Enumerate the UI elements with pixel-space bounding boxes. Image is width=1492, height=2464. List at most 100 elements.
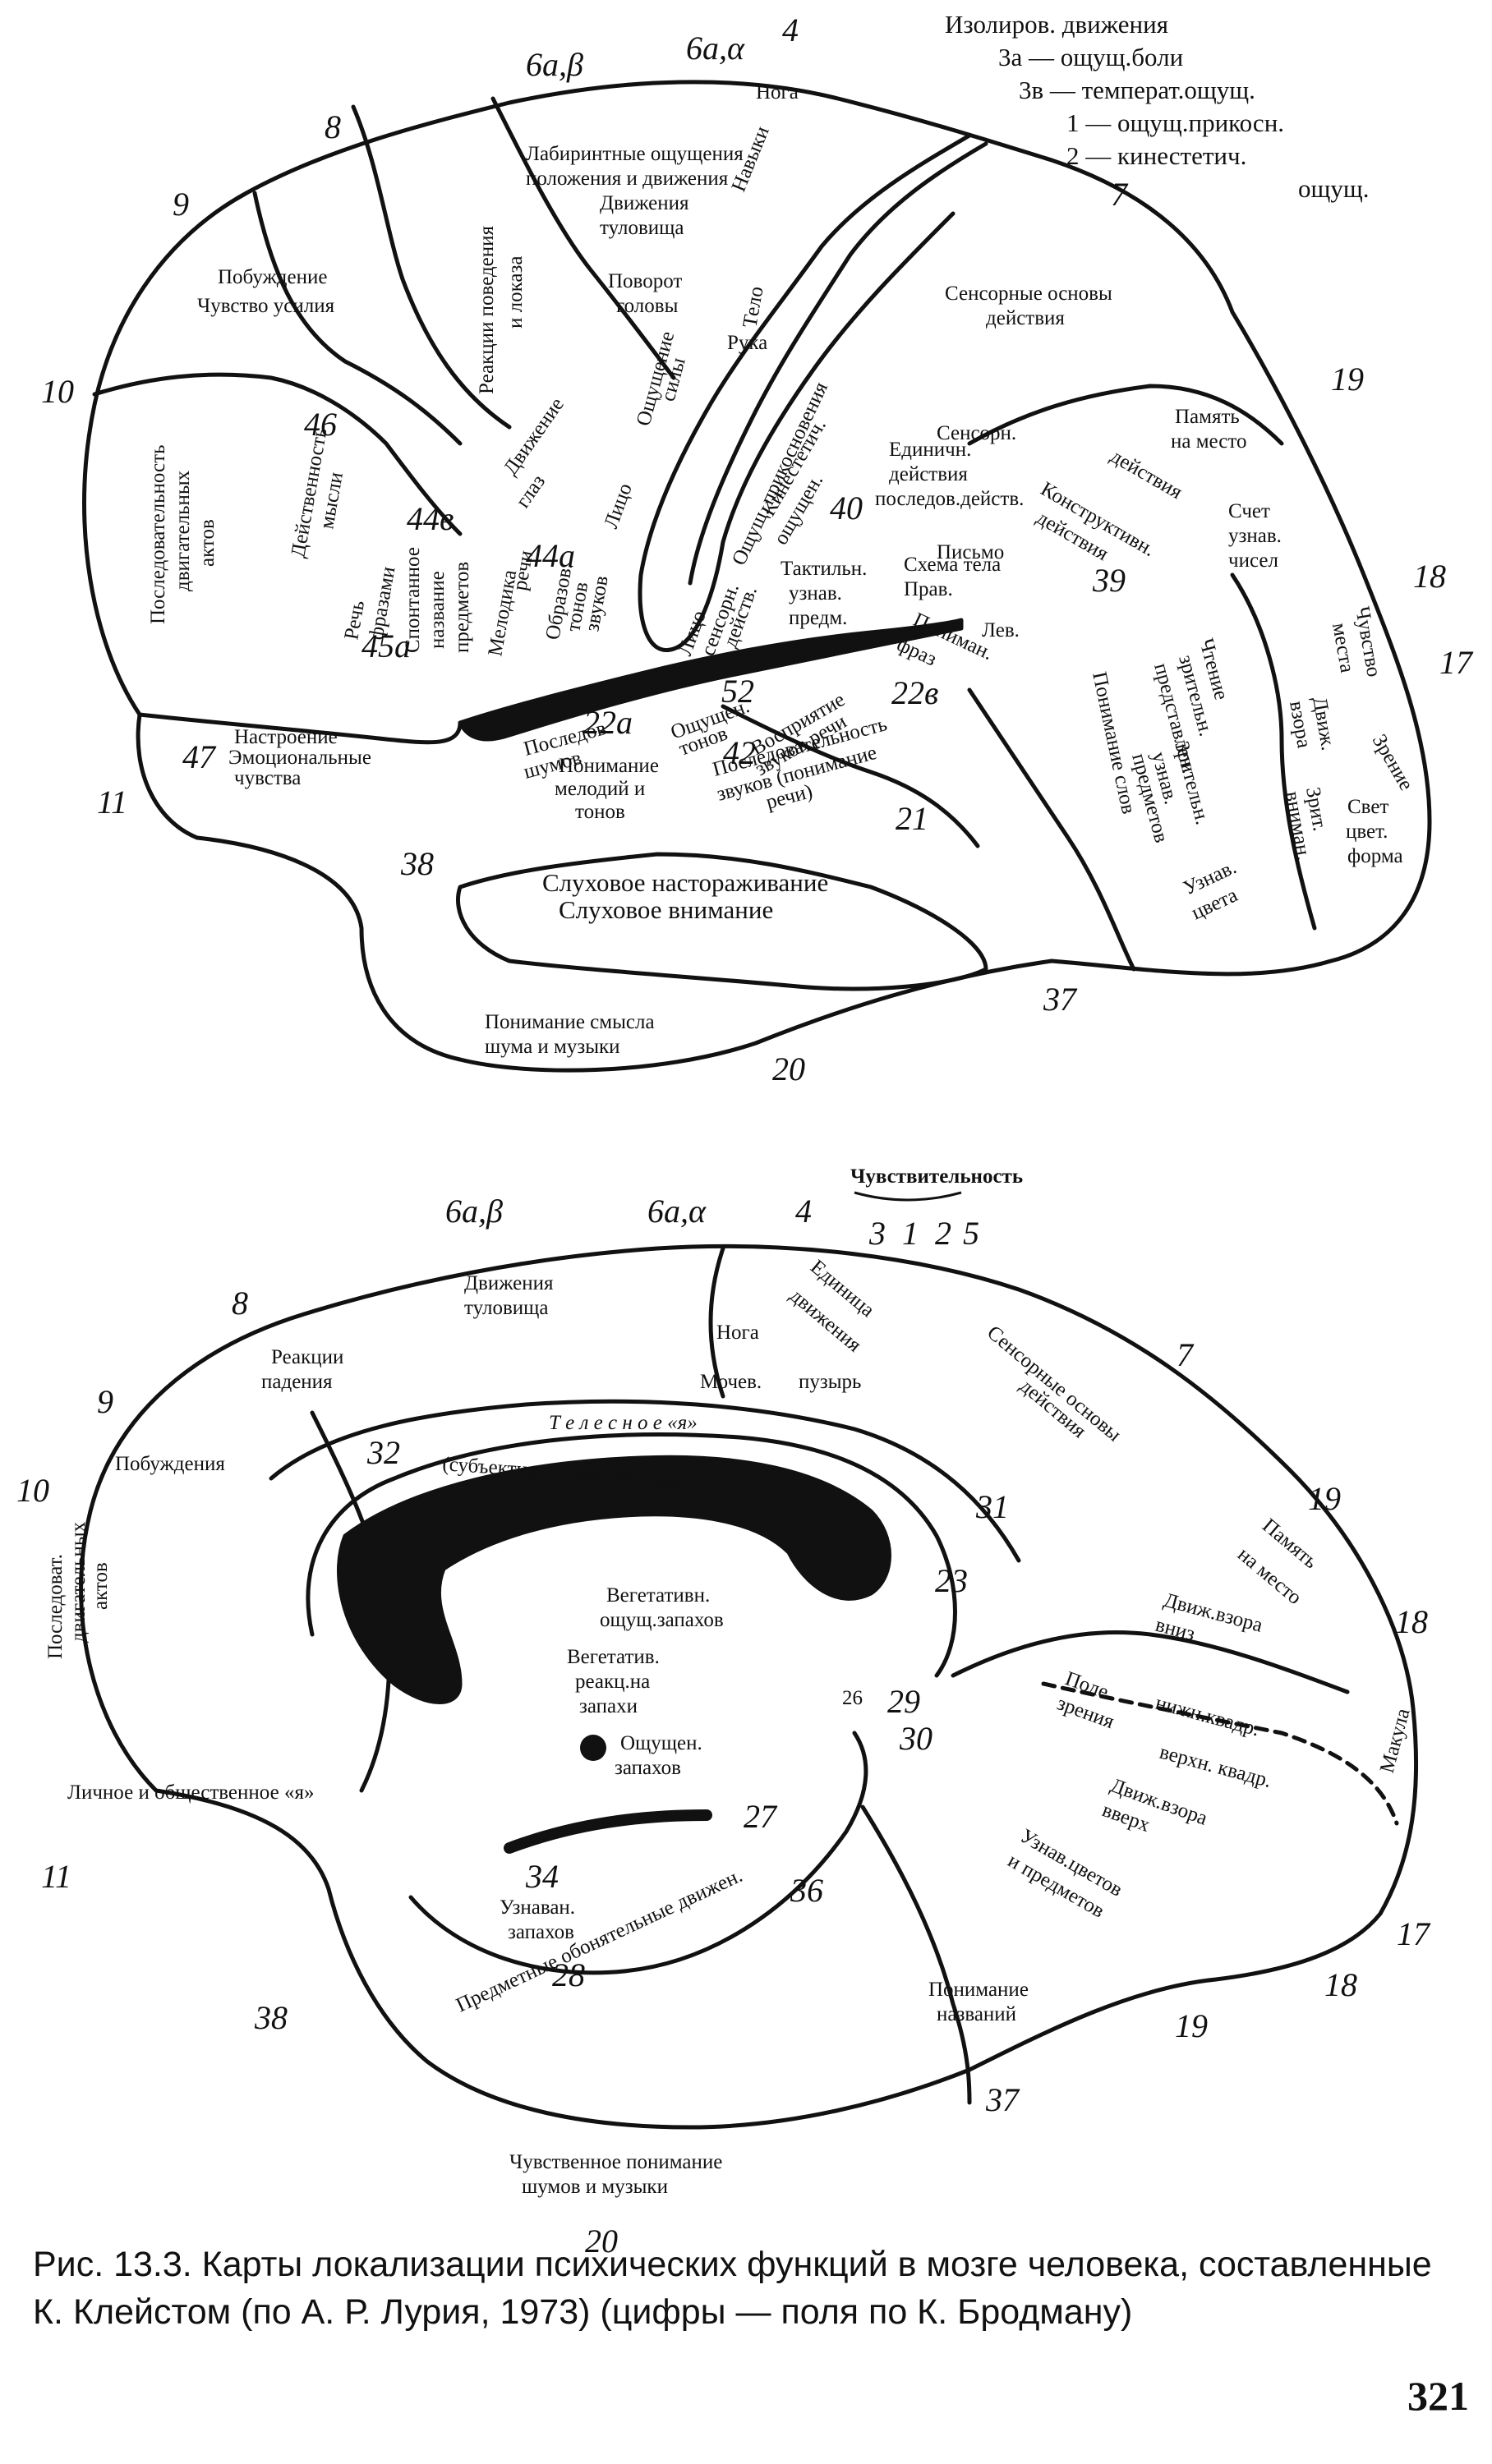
memory-place-label-2: на место bbox=[1171, 430, 1246, 453]
medial-brain-outline bbox=[79, 1243, 1419, 2130]
lateral-frontal-boundary-3 bbox=[351, 104, 512, 430]
lateral-area-number: 19 bbox=[1331, 361, 1364, 398]
lateral-temporal-boundary bbox=[721, 704, 980, 848]
tactile-recognition-label-3: предм. bbox=[789, 607, 847, 629]
lateral-area-number: 8 bbox=[325, 108, 341, 145]
tactile-recognition-label-2: узнав. bbox=[789, 582, 842, 605]
medial-area-number: 19 bbox=[1308, 1480, 1341, 1517]
spontaneous-naming-label-3: предметов bbox=[451, 562, 473, 653]
speech-melody-label-2: речи bbox=[509, 549, 537, 592]
lateral-area-number: 6a,α bbox=[686, 30, 745, 67]
tone-formation-label-3: звуков bbox=[581, 574, 612, 633]
medial-area-number: 30 bbox=[899, 1720, 932, 1757]
place-sense-label-2: места bbox=[1328, 621, 1358, 674]
melody-understanding-label-3: тонов bbox=[575, 801, 625, 823]
behavior-label-2: и локаза bbox=[504, 256, 527, 329]
head-turn-label-2: головы bbox=[616, 295, 679, 317]
lateral-area-number: 47 bbox=[182, 738, 217, 775]
medial-area-number: 29 bbox=[887, 1683, 920, 1720]
medial-paracentral-boundary bbox=[708, 1246, 725, 1399]
lateral-area-number: 40 bbox=[830, 490, 863, 526]
lateral-area-number: 10 bbox=[41, 373, 74, 410]
medial-area-number: 7 bbox=[1177, 1336, 1195, 1373]
medial-area-number: 23 bbox=[935, 1562, 968, 1599]
medial-corpus-callosum bbox=[337, 1455, 891, 1704]
hand-label: Рука bbox=[727, 332, 767, 354]
vegetative-reaction-label-1: Вегетатив. bbox=[567, 1646, 660, 1668]
lateral-area-number: 4 bbox=[782, 11, 799, 48]
vegetative-smell-label-1: Вегетативн. bbox=[606, 1584, 710, 1607]
gaze-down-label-2: вниз bbox=[1153, 1614, 1197, 1646]
bladder-label-1: Мочев. bbox=[700, 1371, 762, 1393]
smell-sensation-label-2: запахов bbox=[615, 1757, 681, 1779]
medial-cingulate-outer bbox=[306, 1432, 957, 1678]
lateral-parietal-boundary bbox=[967, 384, 1284, 446]
sensitivity-brace bbox=[854, 1191, 962, 1202]
medial-area-number: 4 bbox=[795, 1193, 812, 1230]
spontaneous-naming-label-1: Спонтанное bbox=[402, 547, 424, 653]
medial-area-number: 6a,α bbox=[647, 1193, 707, 1230]
music-understanding-label-2: шума и музыки bbox=[485, 1036, 620, 1058]
tactile-recognition-label-1: Тактильн. bbox=[781, 558, 867, 580]
light-color-form-label-1: Свет bbox=[1347, 796, 1388, 818]
sensory-action-label-1: Сенсорные основы bbox=[945, 283, 1112, 305]
fall-reaction-label-1: Реакции bbox=[271, 1346, 343, 1368]
personal-social-self-label: Личное и общественное «я» bbox=[67, 1781, 314, 1804]
counting-label-1: Счет bbox=[1228, 500, 1270, 522]
upper-quadrant-label: верхн. квадр. bbox=[1157, 1741, 1273, 1792]
writing-label: Письмо bbox=[937, 541, 1004, 563]
music-understanding-label-1: Понимание смысла bbox=[485, 1011, 655, 1033]
face-label: Лицо bbox=[600, 480, 637, 531]
lateral-area-number: 52 bbox=[721, 673, 754, 710]
medial-area-number: 8 bbox=[232, 1285, 248, 1322]
labyrinth-label-1: Лабиринтные ощущения bbox=[526, 143, 744, 165]
trunk-label-2: туловища bbox=[600, 217, 684, 239]
touch-sensation-label: 1 — ощущ.прикосн. bbox=[1066, 108, 1284, 137]
single-action-label-3: последов.действ. bbox=[875, 488, 1024, 510]
medial-labels: Чувствительность 6a,β 6a,α 4 3 1 2 5 8 9… bbox=[16, 1165, 1431, 2259]
medial-area-number: 34 bbox=[525, 1858, 559, 1895]
smell-recognition-label-1: Узнаван. bbox=[500, 1896, 575, 1919]
body-scheme-label-1: Схема тела bbox=[904, 554, 1001, 576]
pain-sensation-label: 3a — ощущ.боли bbox=[998, 43, 1183, 71]
medial-cingulate-boundary bbox=[269, 1399, 1021, 1563]
lateral-area-number: 22a bbox=[583, 704, 633, 741]
medial-area-number: 31 bbox=[975, 1488, 1009, 1525]
vision-label: Зрение bbox=[1368, 731, 1417, 795]
melody-understanding-label-1: Понимание bbox=[559, 755, 659, 777]
lateral-area-number: 21 bbox=[896, 800, 928, 837]
urges-label: Побуждения bbox=[115, 1453, 225, 1475]
trunk-movement-label-1: Движения bbox=[464, 1272, 554, 1294]
lateral-temporal-lower bbox=[456, 852, 988, 991]
sensitivity-label: Чувствительность bbox=[850, 1165, 1023, 1188]
single-action-label-1: Единичн. bbox=[889, 439, 971, 461]
sensory-label: Сенсорн. bbox=[937, 422, 1016, 444]
lateral-area-number: 7 bbox=[1111, 176, 1129, 213]
counting-label-2: узнав. bbox=[1228, 525, 1282, 547]
counting-label-3: чисел bbox=[1228, 549, 1278, 572]
sensory-action-medial-label-1: Сенсорные основы bbox=[983, 1322, 1126, 1446]
medial-area-number: 26 bbox=[842, 1687, 863, 1709]
medial-frontal-boundary bbox=[310, 1410, 392, 1793]
leg-label: Нога bbox=[716, 1322, 759, 1344]
medial-area-number: 38 bbox=[254, 1999, 288, 2036]
constructive-label-1: действия bbox=[1107, 445, 1186, 504]
lateral-frontal-boundary-4 bbox=[490, 96, 676, 380]
figure-caption: Рис. 13.3. Карты локализации психических… bbox=[33, 2245, 1432, 2332]
head-turn-label-1: Поворот bbox=[608, 270, 682, 292]
lateral-area-number: 9 bbox=[173, 186, 189, 223]
motor-sequence-medial-label-1: Последоват. bbox=[44, 1554, 67, 1659]
lateral-area-number: 44в bbox=[407, 500, 454, 537]
medial-area-number: 18 bbox=[1395, 1603, 1428, 1640]
lateral-frontal-boundary-2 bbox=[92, 372, 463, 536]
lateral-area-number: 11 bbox=[97, 784, 127, 821]
medial-temporal-boundary bbox=[860, 1804, 972, 2105]
lower-quadrant-label: нижн.квадр. bbox=[1153, 1692, 1261, 1741]
auditory-alert-label: Слуховое настораживание bbox=[542, 868, 828, 897]
motor-sequence-label-3: актов bbox=[196, 519, 219, 567]
behavior-label-1: Реакции поведения bbox=[476, 226, 498, 394]
lateral-area-number: 22в bbox=[891, 674, 938, 711]
sensory-action-label-2: действия bbox=[986, 307, 1065, 329]
lateral-brain-outline bbox=[82, 80, 1432, 1073]
medial-area-number: 18 bbox=[1324, 1966, 1357, 2003]
